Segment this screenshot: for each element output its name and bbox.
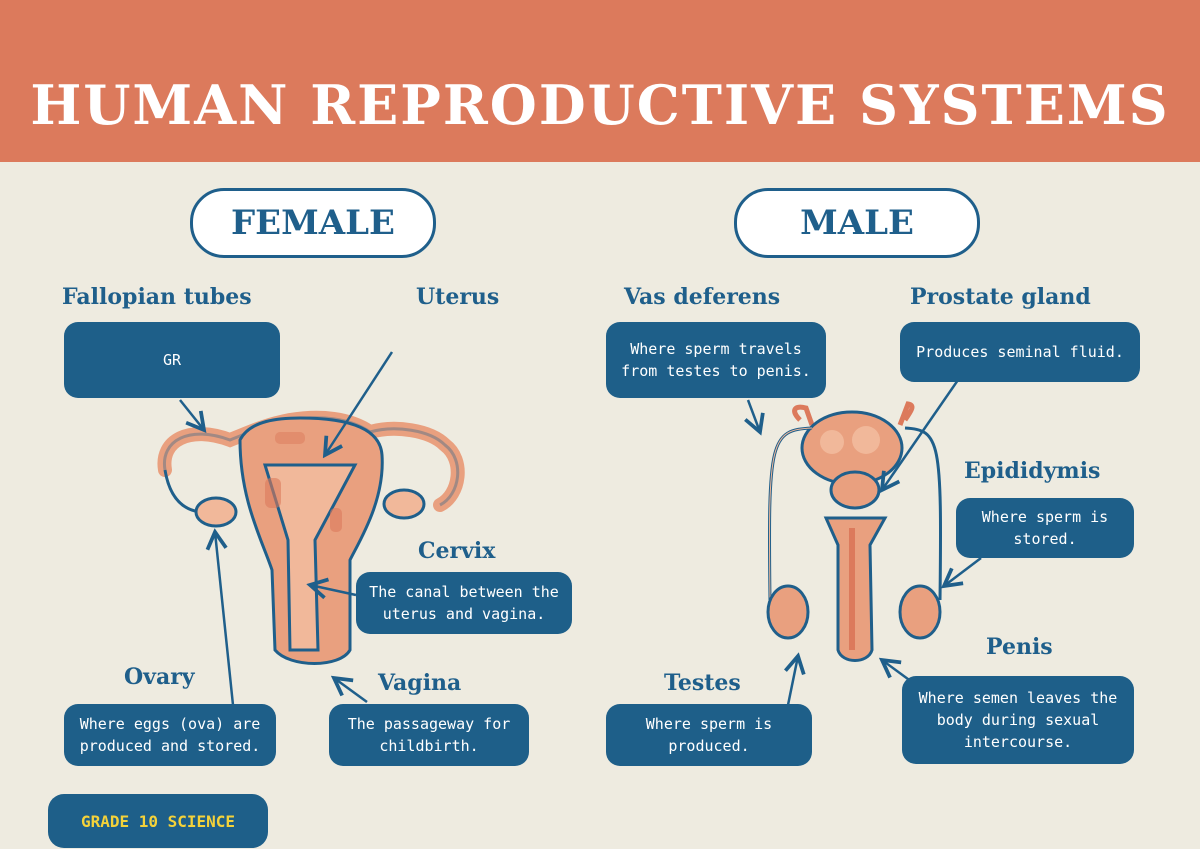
grade-badge: GRADE 10 SCIENCE: [48, 794, 268, 848]
callout-arrows: [179, 351, 982, 706]
penis-description: Where semen leaves the body during sexua…: [902, 676, 1134, 764]
prostate-gland-description: Produces seminal fluid.: [900, 322, 1140, 382]
epididymis-description: Where sperm is stored.: [956, 498, 1134, 558]
fallopian-tubes-label: Fallopian tubes: [62, 284, 252, 310]
title-banner: [0, 0, 1200, 162]
female-uterus-illustration: [157, 410, 465, 665]
male-anatomy-illustration: [766, 401, 943, 662]
cervix-description: The canal between the uterus and vagina.: [356, 572, 572, 634]
cervix-label: Cervix: [418, 538, 496, 564]
vas-deferens-description: Where sperm travels from testes to penis…: [606, 322, 826, 398]
testes-description: Where sperm is produced.: [606, 704, 812, 766]
ovary-label: Ovary: [124, 664, 195, 690]
fallopian-tubes-description: GR: [64, 322, 280, 398]
ovary-description: Where eggs (ova) are produced and stored…: [64, 704, 276, 766]
testes-label: Testes: [664, 670, 741, 696]
vagina-description: The passageway for childbirth.: [329, 704, 529, 766]
female-heading: FEMALE: [190, 188, 436, 258]
prostate-gland-label: Prostate gland: [910, 284, 1091, 310]
penis-label: Penis: [986, 634, 1053, 660]
epididymis-label: Epididymis: [964, 458, 1101, 484]
male-heading: MALE: [734, 188, 980, 258]
vas-deferens-label: Vas deferens: [624, 284, 781, 310]
uterus-label: Uterus: [416, 284, 500, 310]
vagina-label: Vagina: [378, 670, 462, 696]
page-title: HUMAN REPRODUCTIVE SYSTEMS: [30, 73, 1170, 137]
